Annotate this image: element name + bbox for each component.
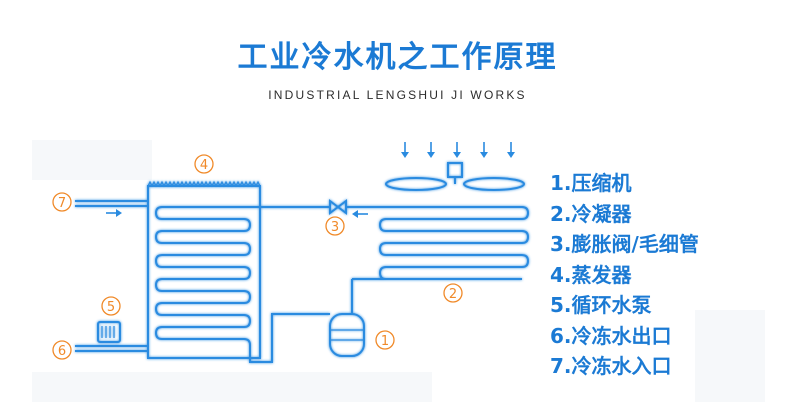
svg-text:4: 4 xyxy=(200,158,208,173)
diagram-title: 工业冷水机之工作原理 xyxy=(237,40,558,75)
legend-item-chilled-water-inlet: 7.冷冻水入口 xyxy=(550,354,672,378)
air-flow-arrow xyxy=(401,142,409,158)
marker-2: 2 xyxy=(443,283,463,303)
legend-item-chilled-water-outlet: 6.冷冻水出口 xyxy=(550,323,672,348)
component-legend: 1.压缩机 2.冷凝器 3.膨胀阀/毛细管 4.蒸发器 5.循环水泵 6.冷冻水… xyxy=(550,168,699,382)
background-panel xyxy=(695,310,765,402)
marker-7: 7 xyxy=(52,192,72,212)
compressor xyxy=(329,313,365,357)
marker-1: 1 xyxy=(375,330,395,350)
diagram-subtitle: INDUSTRIAL LENGSHUI JI WORKS xyxy=(268,88,527,102)
flow-direction-arrow xyxy=(352,210,368,218)
legend-item-evaporator: 4.蒸发器 xyxy=(550,262,632,287)
evaporator-coil xyxy=(154,206,255,355)
water-surface xyxy=(147,180,261,188)
svg-text:3: 3 xyxy=(331,220,339,235)
svg-text:7: 7 xyxy=(58,196,66,211)
condenser-fan-blade xyxy=(385,177,447,191)
condenser-fan-blade xyxy=(463,177,525,191)
svg-text:1: 1 xyxy=(381,334,389,349)
air-flow-arrow xyxy=(480,142,488,158)
flow-direction-arrow xyxy=(106,209,122,217)
marker-3: 3 xyxy=(325,216,345,236)
legend-item-compressor: 1.压缩机 xyxy=(550,171,632,195)
air-flow-arrow xyxy=(453,142,461,158)
marker-4: 4 xyxy=(194,154,214,174)
condenser-fan-motor xyxy=(447,162,463,178)
background-panel xyxy=(32,372,432,402)
svg-text:6: 6 xyxy=(58,344,66,359)
air-flow-arrow xyxy=(507,142,515,158)
marker-6: 6 xyxy=(52,340,72,360)
svg-text:5: 5 xyxy=(107,300,115,315)
expansion-valve xyxy=(329,199,347,215)
legend-item-circulating-pump: 5.循环水泵 xyxy=(550,293,652,317)
evaporator-tank xyxy=(147,185,261,359)
marker-5: 5 xyxy=(101,296,121,316)
svg-text:2: 2 xyxy=(449,287,457,302)
legend-item-expansion-valve: 3.膨胀阀/毛细管 xyxy=(550,232,699,256)
background-panel xyxy=(32,140,152,180)
suction-line xyxy=(249,313,330,363)
circulating-pump xyxy=(97,321,121,343)
air-flow-arrow xyxy=(427,142,435,158)
condenser-coil xyxy=(378,206,530,280)
legend-item-condenser: 2.冷凝器 xyxy=(550,201,632,226)
